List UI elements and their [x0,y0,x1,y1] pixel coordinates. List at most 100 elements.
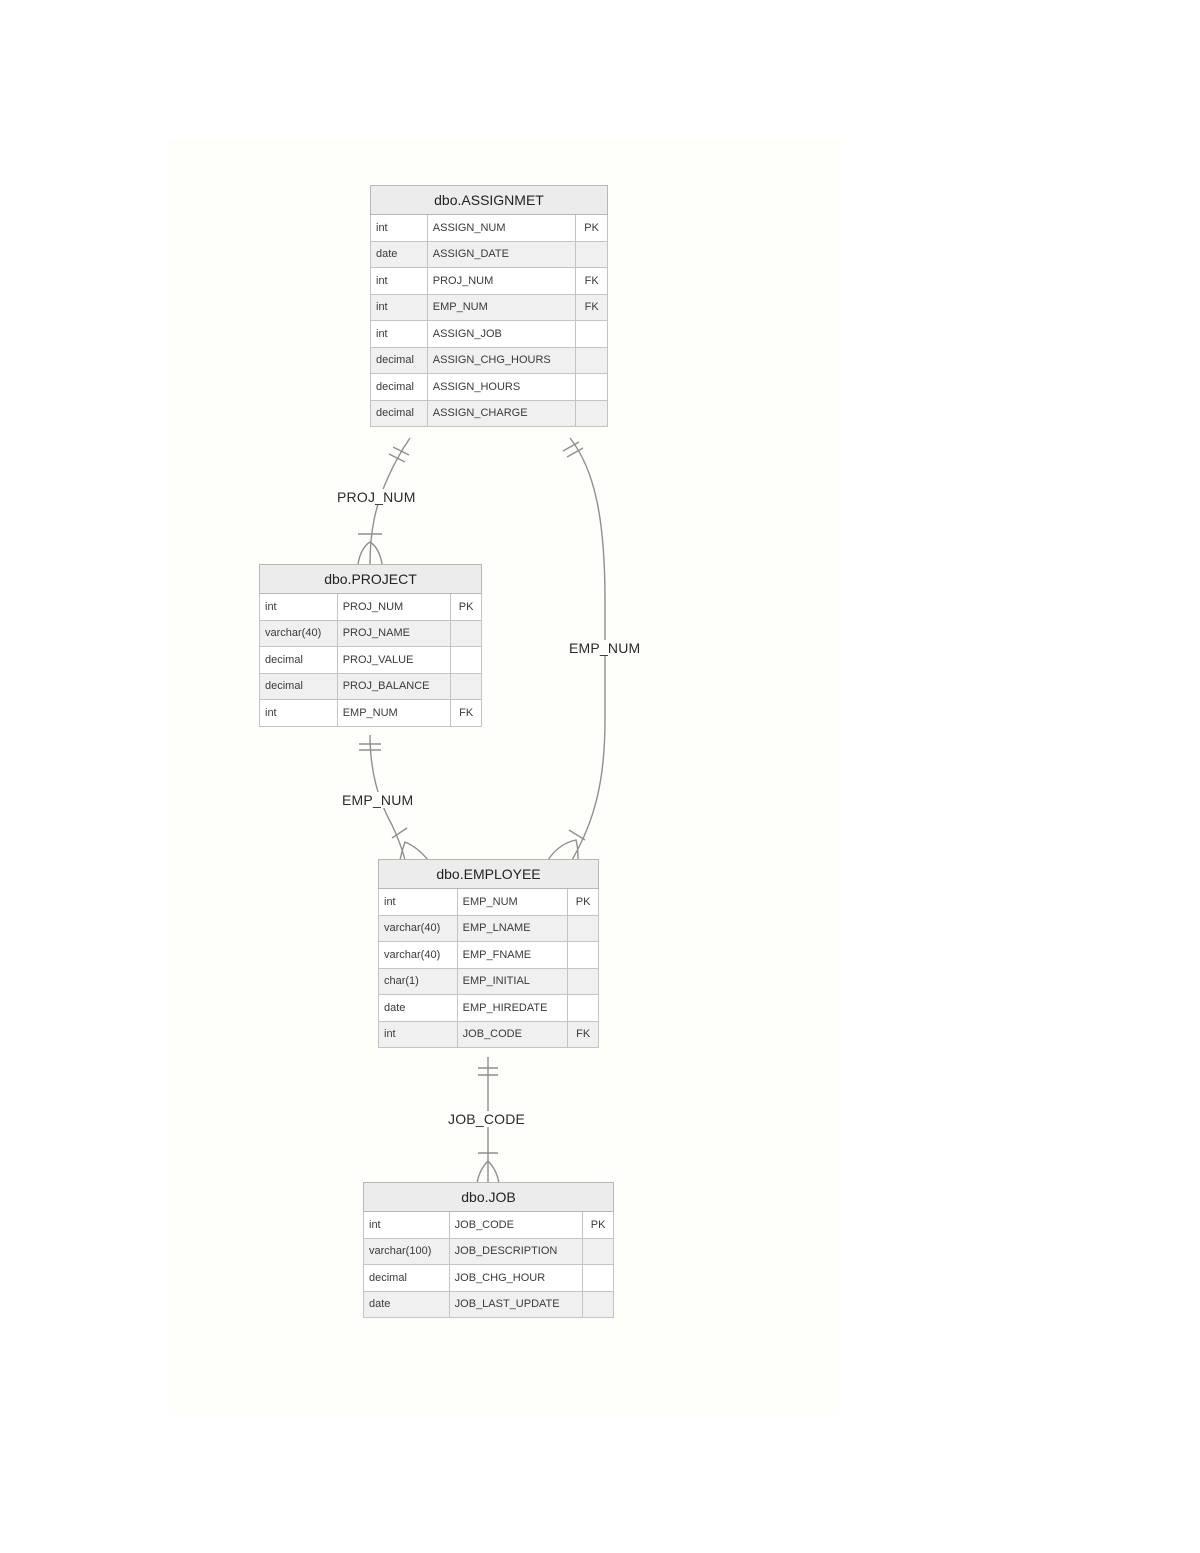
column-key [450,646,482,674]
column-name: ASSIGN_CHARGE [426,399,577,427]
column-name: EMP_FNAME [456,941,569,969]
column-key: FK [450,699,482,727]
column-key: FK [567,1020,599,1048]
column-key: PK [450,593,482,621]
column-name: EMP_HIREDATE [456,994,569,1022]
column-type: int [370,267,428,295]
column-key [567,914,599,942]
column-name: JOB_LAST_UPDATE [448,1290,584,1318]
column-type: int [363,1211,450,1239]
column-name: JOB_CODE [456,1020,569,1048]
column-row[interactable]: varchar(100)JOB_DESCRIPTION [363,1237,614,1265]
column-key [575,346,608,374]
column-name: EMP_LNAME [456,914,569,942]
column-type: int [259,593,338,621]
column-type: decimal [370,346,428,374]
column-name: ASSIGN_CHG_HOURS [426,346,577,374]
relationship-label-emp-num-assign: EMP_NUM [567,640,643,656]
column-type: int [370,214,428,242]
column-name: PROJ_BALANCE [336,672,452,700]
column-name: ASSIGN_HOURS [426,373,577,401]
entity-title: dbo.PROJECT [259,564,482,594]
column-name: EMP_NUM [426,293,577,321]
column-type: int [378,1020,458,1048]
column-key [450,672,482,700]
column-key: PK [575,214,608,242]
column-key: PK [567,888,599,916]
column-key [582,1290,614,1318]
column-type: decimal [259,646,338,674]
column-type: varchar(40) [378,914,458,942]
connector-emp-num-assign [547,437,606,861]
column-name: ASSIGN_JOB [426,320,577,348]
connector-emp-num-project [359,734,429,861]
column-name: ASSIGN_NUM [426,214,577,242]
column-type: date [370,240,428,268]
column-key [567,941,599,969]
column-name: ASSIGN_DATE [426,240,577,268]
column-name: JOB_CHG_HOUR [448,1264,584,1292]
relationship-label-proj-num: PROJ_NUM [335,489,418,505]
column-key [582,1264,614,1292]
column-key: PK [582,1211,614,1239]
entity-title: dbo.EMPLOYEE [378,859,599,889]
column-key [575,320,608,348]
entity-title: dbo.ASSIGNMET [370,185,608,215]
column-row[interactable]: varchar(40)EMP_LNAME [378,914,599,942]
relationship-label-emp-num-project: EMP_NUM [340,792,416,808]
column-type: int [370,293,428,321]
column-key [450,619,482,647]
column-type: varchar(40) [259,619,338,647]
column-key [567,967,599,995]
column-key [575,240,608,268]
column-name: EMP_NUM [456,888,569,916]
column-type: decimal [370,373,428,401]
column-key [567,994,599,1022]
column-name: PROJ_NUM [426,267,577,295]
column-key [582,1237,614,1265]
column-row[interactable]: char(1)EMP_INITIAL [378,967,599,995]
column-key [575,373,608,401]
column-name: PROJ_VALUE [336,646,452,674]
column-name: PROJ_NAME [336,619,452,647]
column-row[interactable]: varchar(40)EMP_FNAME [378,941,599,969]
relationship-label-job-code: JOB_CODE [446,1111,528,1127]
column-type: int [370,320,428,348]
column-key [575,399,608,427]
column-type: decimal [363,1264,450,1292]
column-name: PROJ_NUM [336,593,452,621]
column-name: JOB_DESCRIPTION [448,1237,584,1265]
column-type: decimal [259,672,338,700]
column-row[interactable]: varchar(40)PROJ_NAME [259,619,482,647]
column-name: EMP_NUM [336,699,452,727]
column-name: JOB_CODE [448,1211,584,1239]
column-type: date [378,994,458,1022]
column-type: int [259,699,338,727]
column-type: char(1) [378,967,458,995]
column-key: FK [575,267,608,295]
connector-proj-num [357,437,411,565]
